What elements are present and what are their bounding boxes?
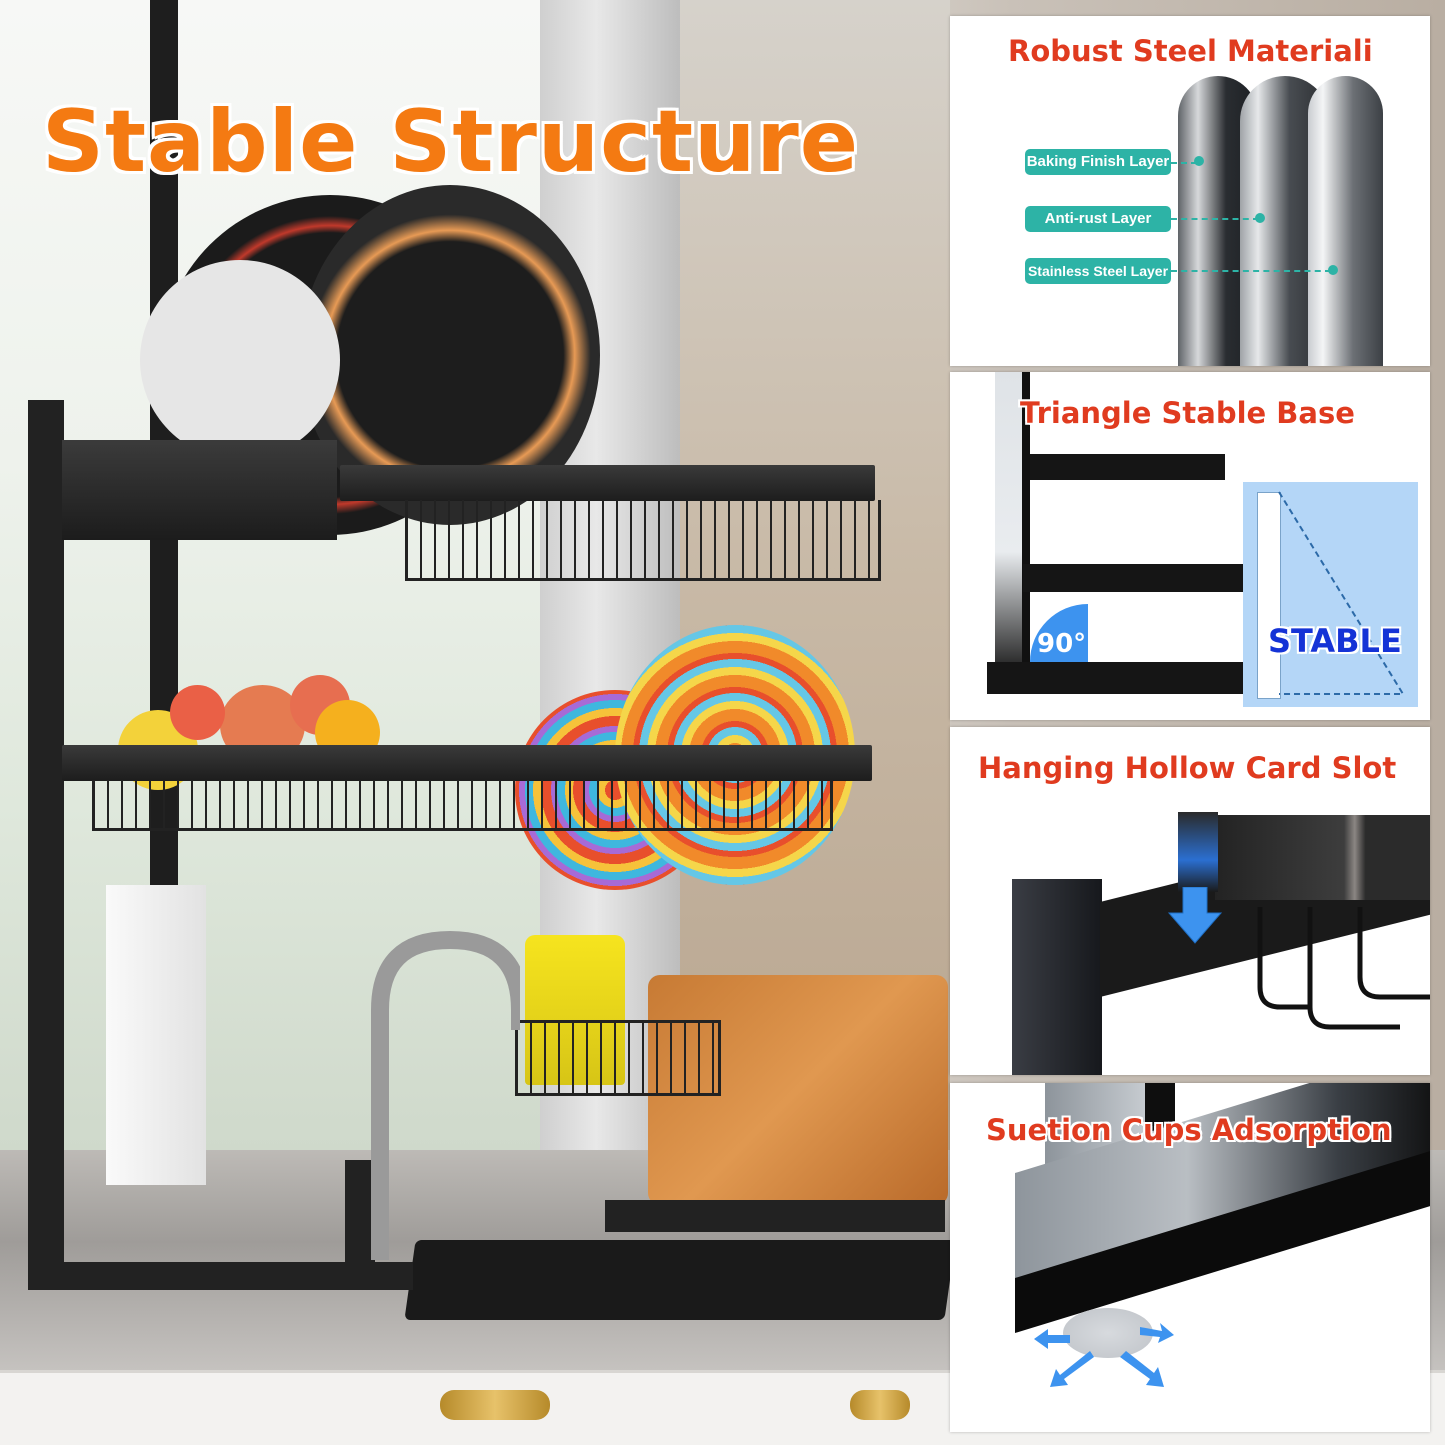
white-plate — [140, 260, 340, 460]
callout-dot — [1328, 265, 1338, 275]
outward-arrows-icon — [1034, 1323, 1174, 1387]
hanging-basket-rail — [1215, 815, 1430, 900]
headline: Stable Structure — [42, 92, 860, 192]
feature-panel-triangle-base: 90° STABLE Triangle Stable Base — [950, 372, 1430, 720]
rack-post — [1012, 879, 1102, 1075]
down-arrow-icon — [1167, 887, 1223, 944]
suction-cup — [1063, 1308, 1153, 1358]
card-slot-hook — [1178, 812, 1218, 892]
top-shelf — [340, 465, 875, 501]
fruit — [170, 685, 225, 740]
upper-bar — [1030, 454, 1225, 480]
stable-label: STABLE — [1268, 622, 1402, 660]
feature-panel-suction-cups: Suetion Cups Adsorption — [950, 1083, 1430, 1432]
panel-title: Robust Steel Materiali — [1008, 34, 1373, 68]
feature-panel-steel-material: Robust Steel Materiali Baking Finish Lay… — [950, 16, 1430, 366]
callout-dot — [1194, 156, 1204, 166]
steel-layer-inner — [1308, 76, 1383, 366]
rack-right-base — [605, 1200, 945, 1232]
panel-title: Suetion Cups Adsorption — [986, 1113, 1392, 1147]
utensil-holder — [62, 440, 337, 540]
top-basket — [405, 500, 881, 581]
cabinet-handle — [850, 1390, 910, 1420]
callout-line — [1171, 218, 1259, 220]
callout-dot — [1255, 213, 1265, 223]
basket-wire — [1257, 907, 1430, 1030]
callout-line — [1171, 162, 1197, 164]
faucet — [371, 930, 520, 1260]
rack-base-post — [345, 1160, 375, 1280]
triangle-dashed-outline — [1278, 491, 1405, 695]
rack-left-post — [28, 400, 64, 1290]
panel-title: Triangle Stable Base — [1020, 396, 1355, 430]
feature-panel-card-slot: Hanging Hollow Card Slot — [950, 727, 1430, 1075]
panel-title: Hanging Hollow Card Slot — [978, 751, 1397, 785]
layer-tag-stainless-steel: Stainless Steel Layer — [1025, 258, 1171, 284]
callout-line — [1171, 270, 1331, 272]
rack-post-edge — [1022, 372, 1030, 672]
rack-post — [995, 372, 1025, 672]
stable-post — [1257, 492, 1281, 699]
layer-tag-baking-finish: Baking Finish Layer — [1025, 149, 1171, 175]
middle-bar — [1023, 564, 1253, 592]
middle-basket — [92, 780, 833, 831]
angle-label: 90° — [1037, 629, 1087, 659]
sponge-basket — [515, 1020, 721, 1096]
layer-tag-anti-rust: Anti-rust Layer — [1025, 206, 1171, 232]
middle-shelf — [62, 745, 872, 781]
cabinet-handle — [440, 1390, 550, 1420]
paper-towel-roll — [106, 885, 206, 1185]
